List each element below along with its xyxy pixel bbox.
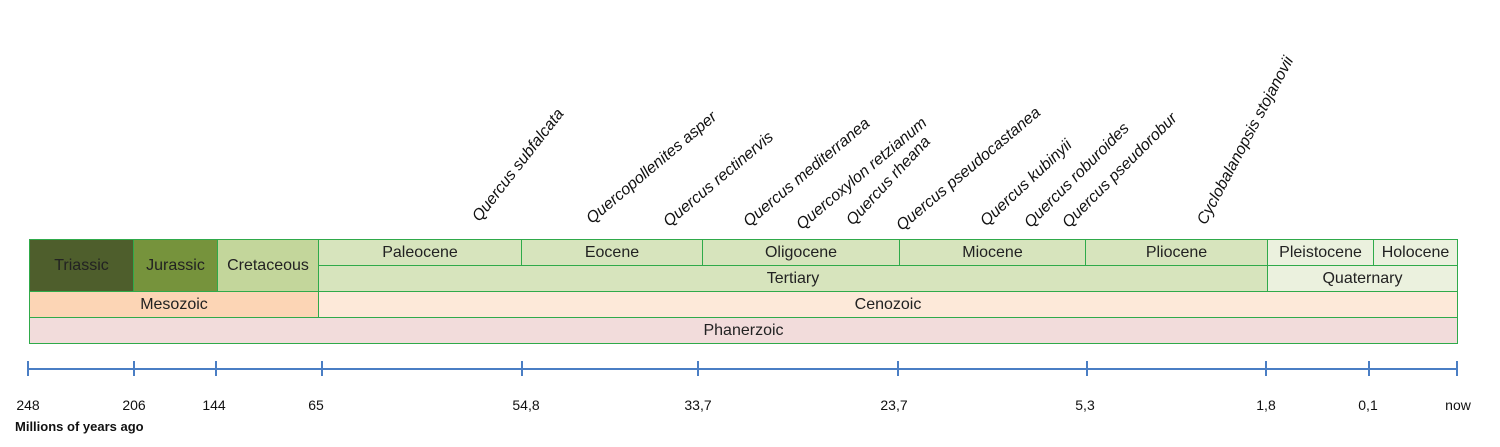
epoch-pleistocene: Pleistocene [1267,239,1374,266]
period-triassic: Triassic [29,239,134,292]
era-cenozoic: Cenozoic [318,291,1458,318]
period-quaternary: Quaternary [1267,265,1458,292]
axis-tick-label: 65 [308,397,324,413]
species-label: Quercus subfalcata [469,105,568,225]
period-jurassic: Jurassic [133,239,218,292]
epoch-pliocene: Pliocene [1085,239,1268,266]
axis-tick-label: now [1445,397,1471,413]
axis-tick [27,361,29,376]
time-axis-line [28,368,1458,370]
species-label: Quercopollenites asper [583,108,721,228]
axis-tick-label: 5,3 [1075,397,1095,413]
axis-tick-label: 1,8 [1256,397,1276,413]
axis-tick-label: 23,7 [880,397,908,413]
epoch-eocene: Eocene [521,239,703,266]
axis-tick [321,361,323,376]
axis-tick [1265,361,1267,376]
epoch-paleocene: Paleocene [318,239,522,266]
period-tertiary: Tertiary [318,265,1268,292]
axis-tick-label: 33,7 [684,397,712,413]
epoch-oligocene: Oligocene [702,239,900,266]
axis-tick [215,361,217,376]
epoch-miocene: Miocene [899,239,1086,266]
axis-tick [133,361,135,376]
axis-tick [1368,361,1370,376]
axis-tick-label: 206 [122,397,146,413]
epoch-holocene: Holocene [1373,239,1458,266]
axis-tick [521,361,523,376]
axis-tick-label: 248 [16,397,40,413]
axis-tick [1086,361,1088,376]
axis-tick [697,361,699,376]
axis-tick-label: 54,8 [512,397,540,413]
axis-tick-label: 0,1 [1358,397,1378,413]
axis-tick [897,361,899,376]
axis-tick [1456,361,1458,376]
species-label: Cyclobalanopsis stojanovii [1194,53,1298,228]
eon-phanerozoic: Phanerzoic [29,317,1458,344]
period-cretaceous: Cretaceous [217,239,319,292]
era-mesozoic: Mesozoic [29,291,319,318]
axis-tick-label: 144 [202,397,226,413]
axis-title: Millions of years ago [15,419,144,434]
